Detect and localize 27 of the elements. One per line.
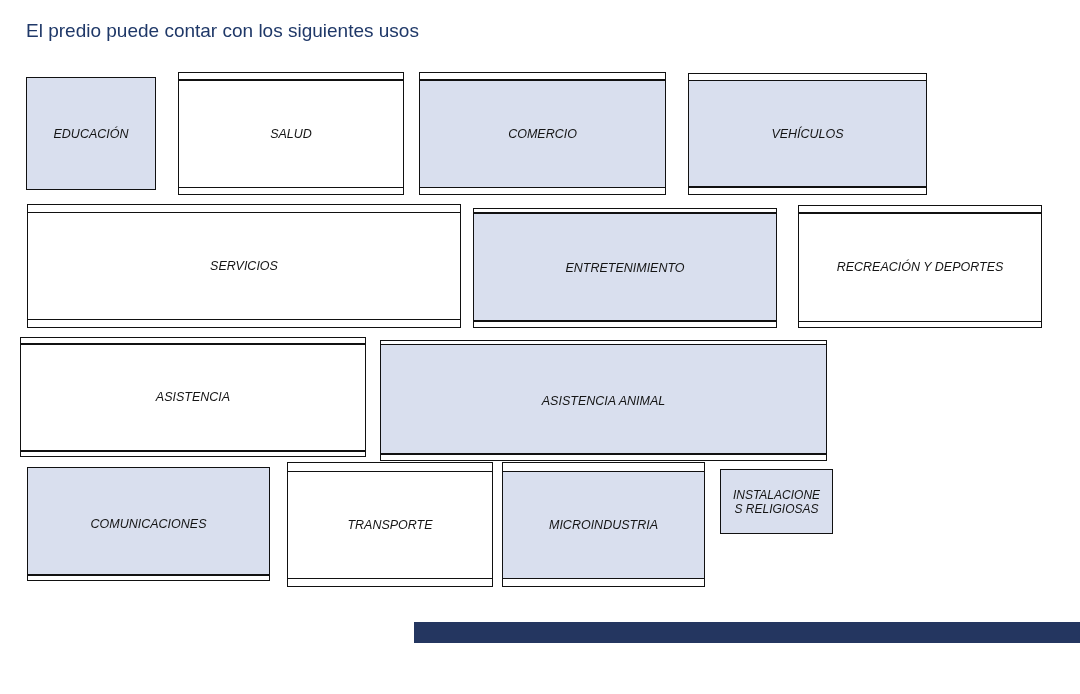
category-box [419, 72, 666, 195]
category-label: SALUD [270, 126, 312, 141]
category-box [27, 467, 270, 581]
category-box [688, 73, 927, 195]
category-label: ASISTENCIA [155, 390, 231, 404]
category-box [798, 205, 1042, 328]
category-label: COMERCIO [508, 126, 577, 141]
category-box [720, 469, 833, 534]
category-label: SERVICIOS [210, 259, 278, 273]
category-box [20, 337, 366, 457]
category-box [473, 208, 777, 328]
category-label: ENTRETENIMIENTO [565, 261, 685, 275]
category-box [287, 462, 493, 587]
category-box [502, 462, 705, 587]
page-title: El predio puede contar con los siguientes usos [26, 20, 419, 42]
category-label: INSTALACIONE S RELIGIOSAS [731, 487, 822, 516]
category-label: VEHÍCULOS [771, 127, 844, 141]
category-box [26, 77, 156, 190]
category-label: TRANSPORTE [347, 517, 433, 532]
category-label: RECREACIÓN Y DEPORTES [836, 259, 1004, 274]
category-label: ASISTENCIA ANIMAL [541, 393, 666, 408]
category-label: EDUCACIÓN [53, 126, 129, 141]
category-label: MICROINDUSTRIA [549, 517, 658, 532]
category-label: COMUNICACIONES [90, 517, 207, 531]
category-box [380, 340, 827, 461]
category-box [178, 72, 404, 195]
category-box [27, 204, 461, 328]
